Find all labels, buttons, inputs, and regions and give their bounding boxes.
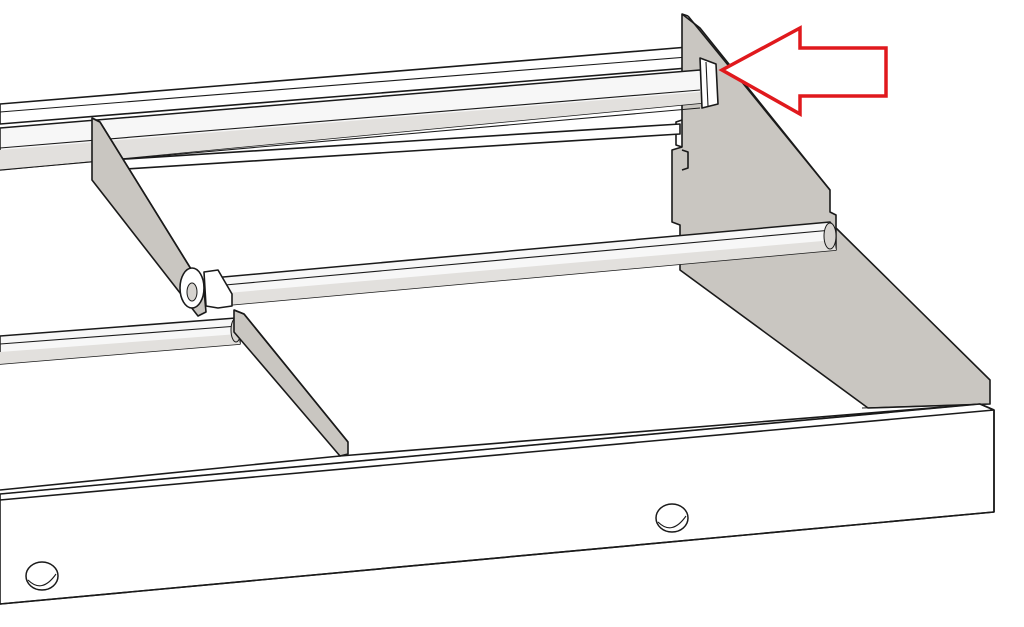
middle-divider-plate (233, 309, 349, 457)
highlight-arrow (718, 25, 888, 117)
lower-rod (0, 317, 242, 365)
square-tube-end (699, 57, 719, 109)
front-rail (0, 403, 995, 605)
left-divider-plate (91, 117, 207, 317)
upper-rod-end (823, 222, 837, 250)
pivot-hole (186, 282, 198, 302)
pivot-bushing (179, 267, 233, 309)
mounting-hole-left (25, 561, 59, 591)
red-arrow-icon (718, 25, 888, 117)
mounting-holes (25, 503, 689, 591)
mounting-hole-right (655, 503, 689, 533)
